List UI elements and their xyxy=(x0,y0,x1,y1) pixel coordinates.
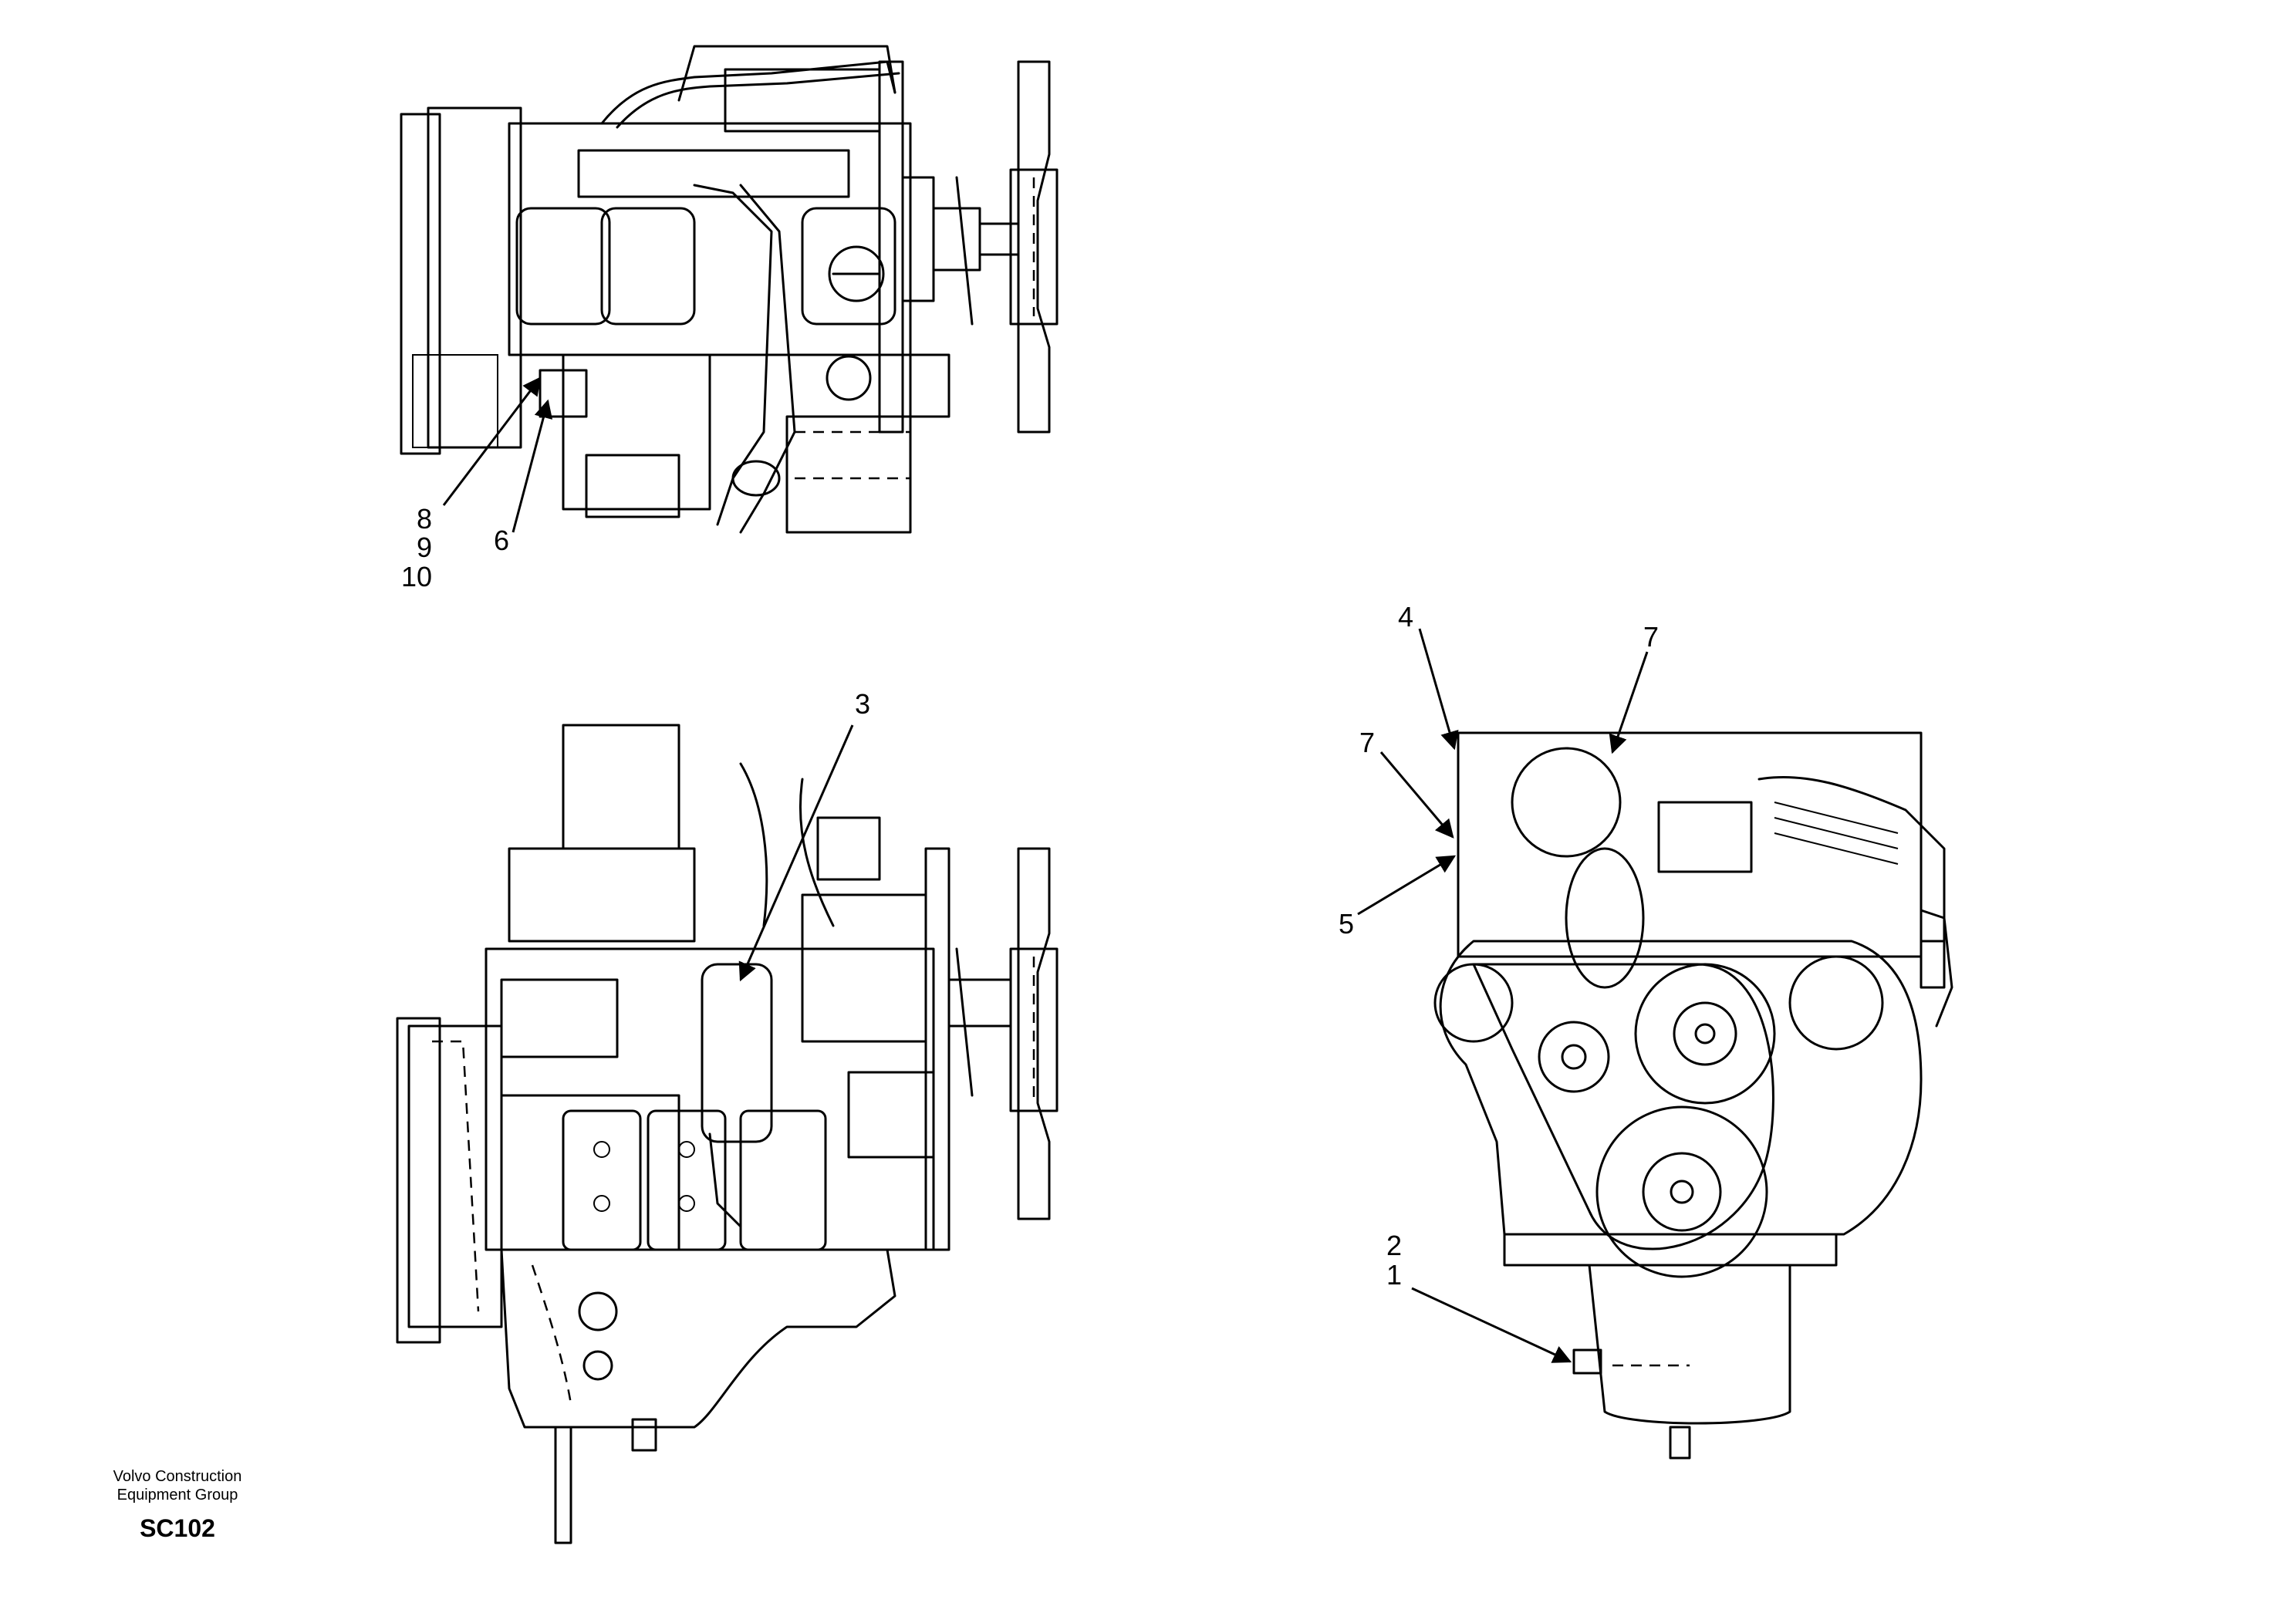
callout-3: 3 xyxy=(855,688,871,720)
callout-9: 9 xyxy=(417,532,433,563)
callout-2: 2 xyxy=(1386,1230,1403,1261)
callout-5: 5 xyxy=(1339,908,1355,940)
callout-6: 6 xyxy=(494,525,510,556)
callout-7-right: 7 xyxy=(1643,621,1660,653)
company-name: Volvo Construction Equipment Group xyxy=(85,1467,270,1504)
callout-7-left: 7 xyxy=(1359,727,1376,758)
callout-1: 1 xyxy=(1386,1259,1403,1291)
callout-4: 4 xyxy=(1398,601,1414,633)
engine-top-view xyxy=(400,45,1059,534)
callout-10: 10 xyxy=(401,561,433,592)
engine-side-view xyxy=(396,724,1059,1544)
callout-8: 8 xyxy=(417,503,433,535)
leader-lines xyxy=(442,376,1649,1363)
engine-front-view xyxy=(1433,731,1953,1460)
company-line-1: Volvo Construction xyxy=(113,1468,242,1485)
company-line-2: Equipment Group xyxy=(116,1487,238,1504)
drawing-code: SC102 xyxy=(140,1514,215,1542)
